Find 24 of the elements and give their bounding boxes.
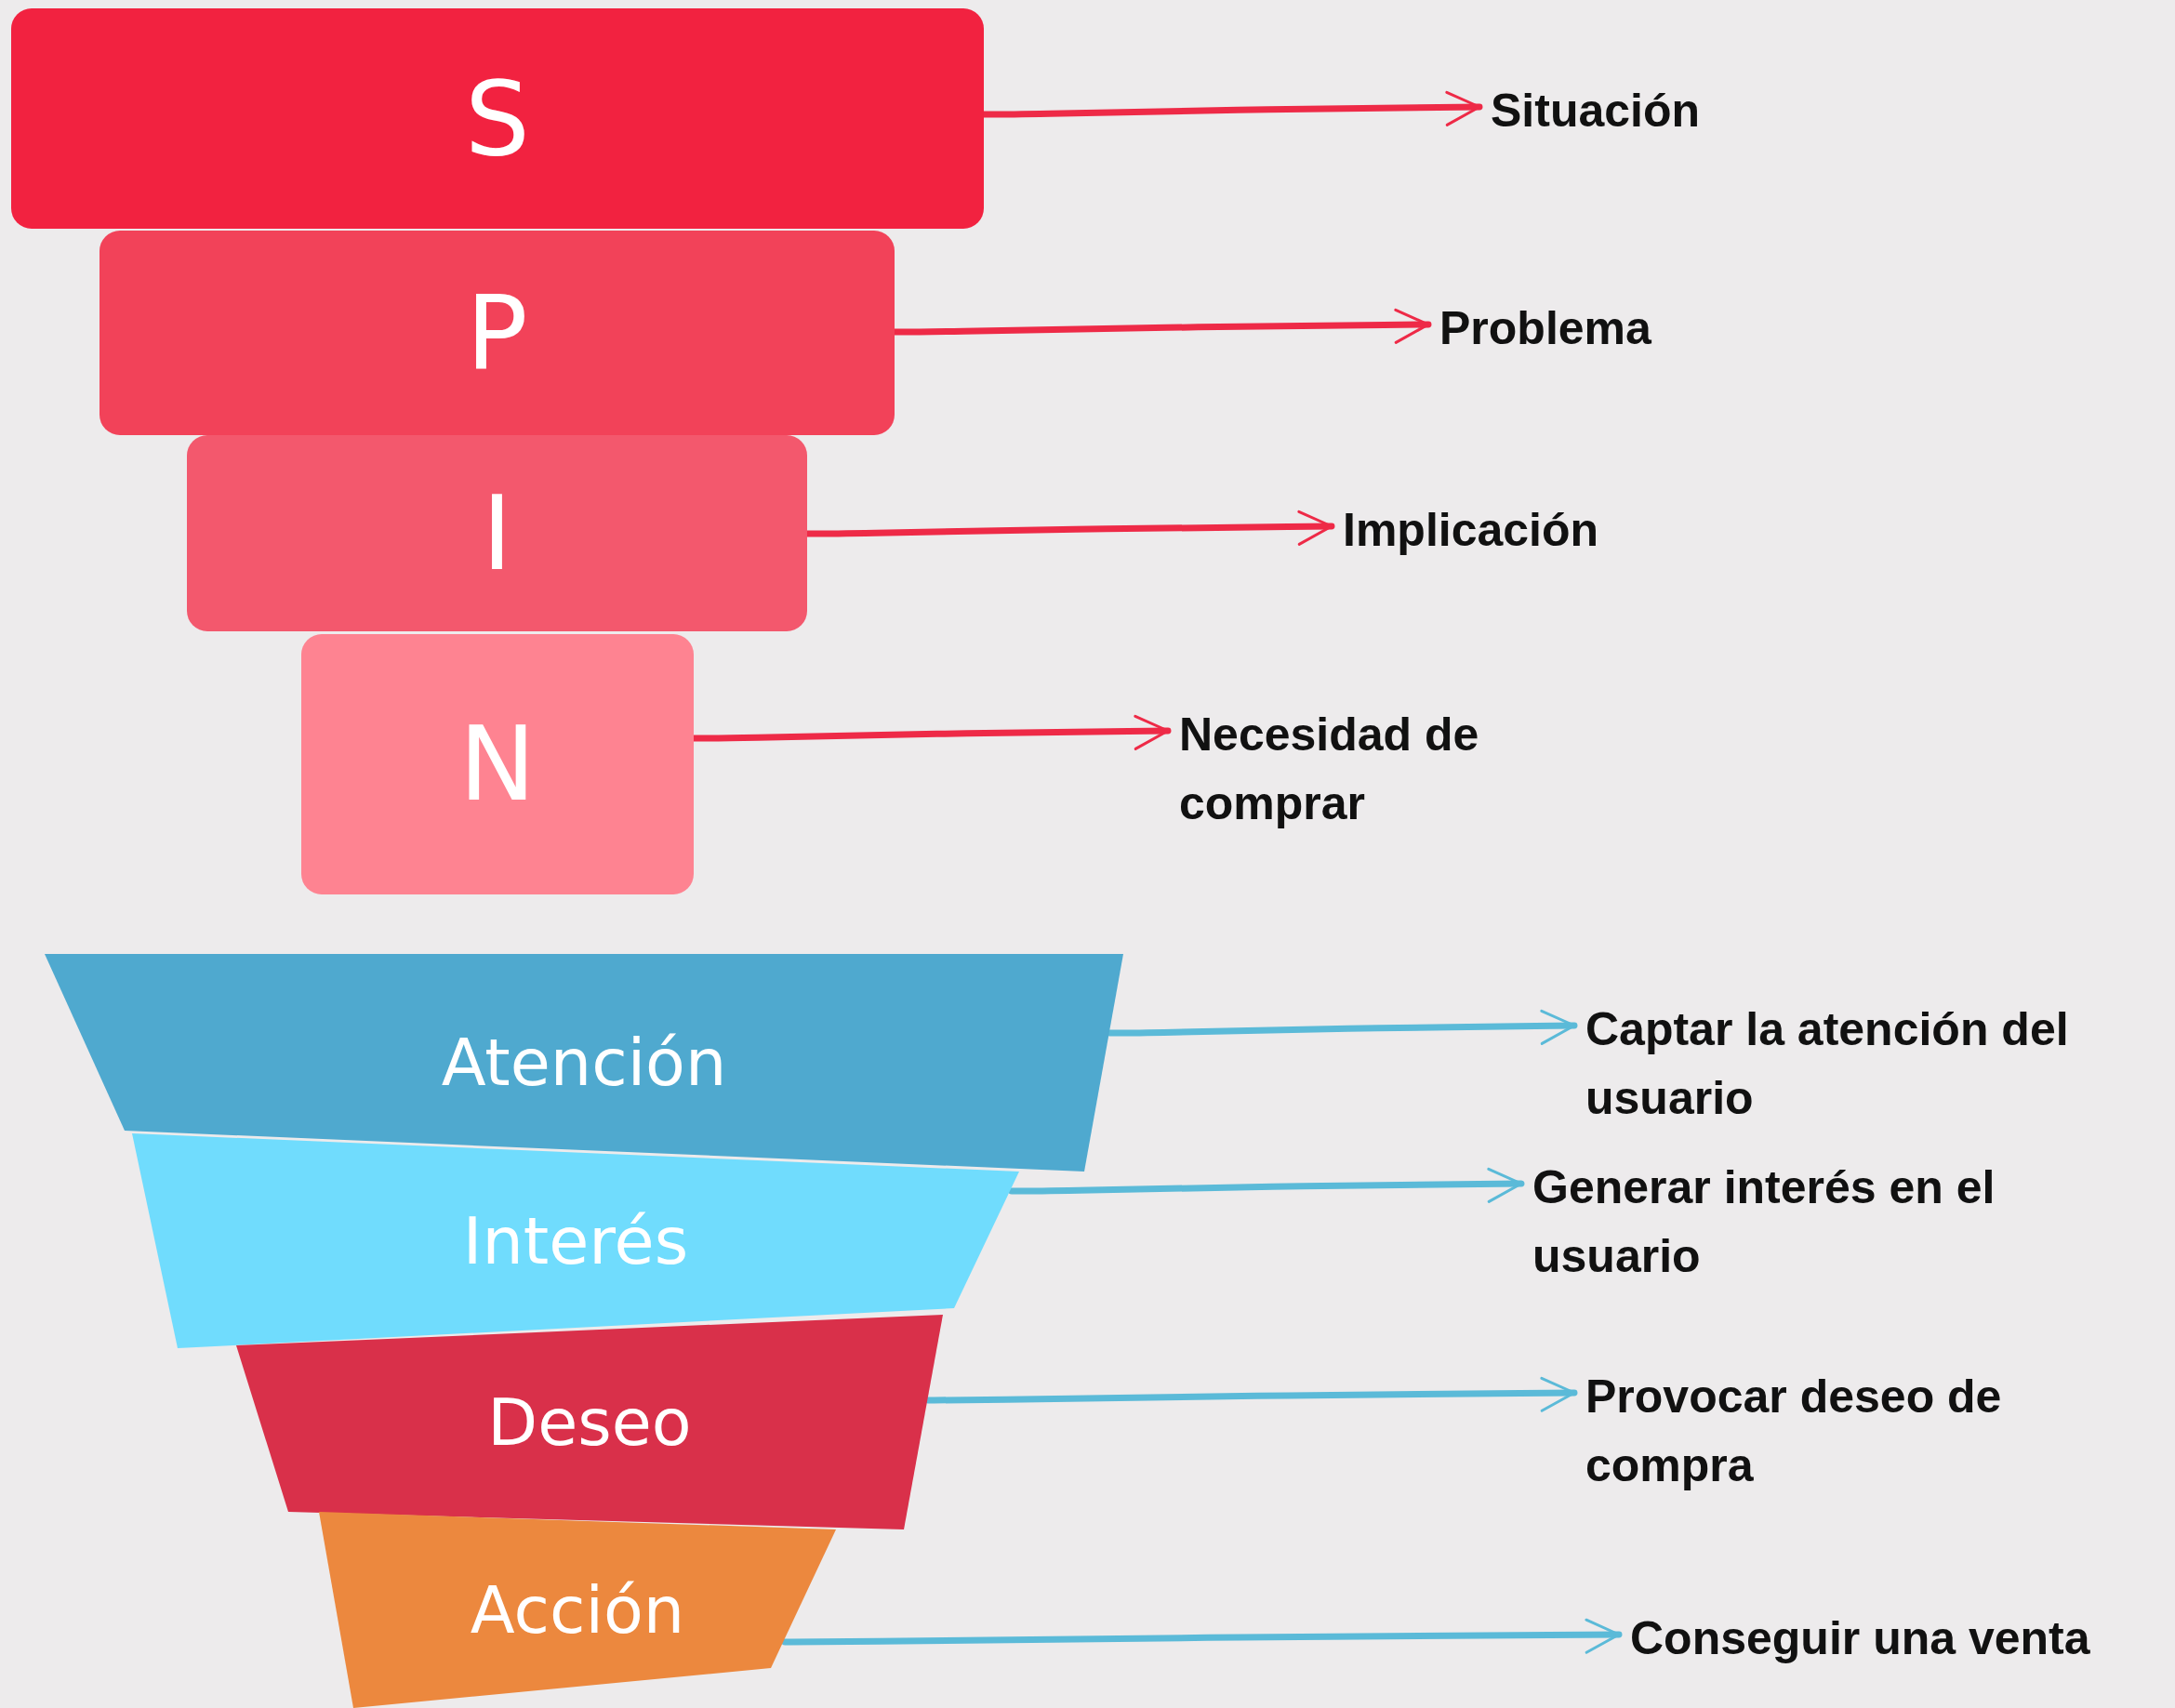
stage-box: [301, 634, 694, 894]
stage-description: Necesidad de comprar: [1179, 700, 1579, 838]
stage-description: Generar interés en el usuario: [1532, 1153, 2109, 1291]
stage-label: I: [482, 473, 512, 593]
arrow: [781, 1618, 1623, 1654]
stage-description: Problema: [1439, 294, 1718, 363]
stage-label: P: [466, 273, 528, 392]
arrow: [924, 1376, 1578, 1412]
arrow: [1008, 1167, 1525, 1203]
stage-description: Situación: [1491, 76, 1770, 145]
arrow: [1106, 1009, 1578, 1045]
stage-label: S: [465, 59, 530, 179]
stage-label: Deseo: [487, 1384, 692, 1461]
stage-label: Interés: [462, 1202, 689, 1279]
stage-description: Implicación: [1343, 496, 1715, 564]
stage-description: Provocar deseo de compra: [1585, 1362, 2106, 1500]
stage-box: [99, 231, 895, 435]
stage-description: Conseguir una venta: [1630, 1604, 2160, 1673]
stage-label: Acción: [470, 1571, 685, 1648]
stage-box: [187, 435, 807, 631]
stage-description: Captar la atención del usuario: [1585, 995, 2106, 1132]
stage-label: N: [458, 705, 537, 824]
stage-label: Atención: [441, 1025, 727, 1101]
stage-box: [11, 8, 984, 229]
